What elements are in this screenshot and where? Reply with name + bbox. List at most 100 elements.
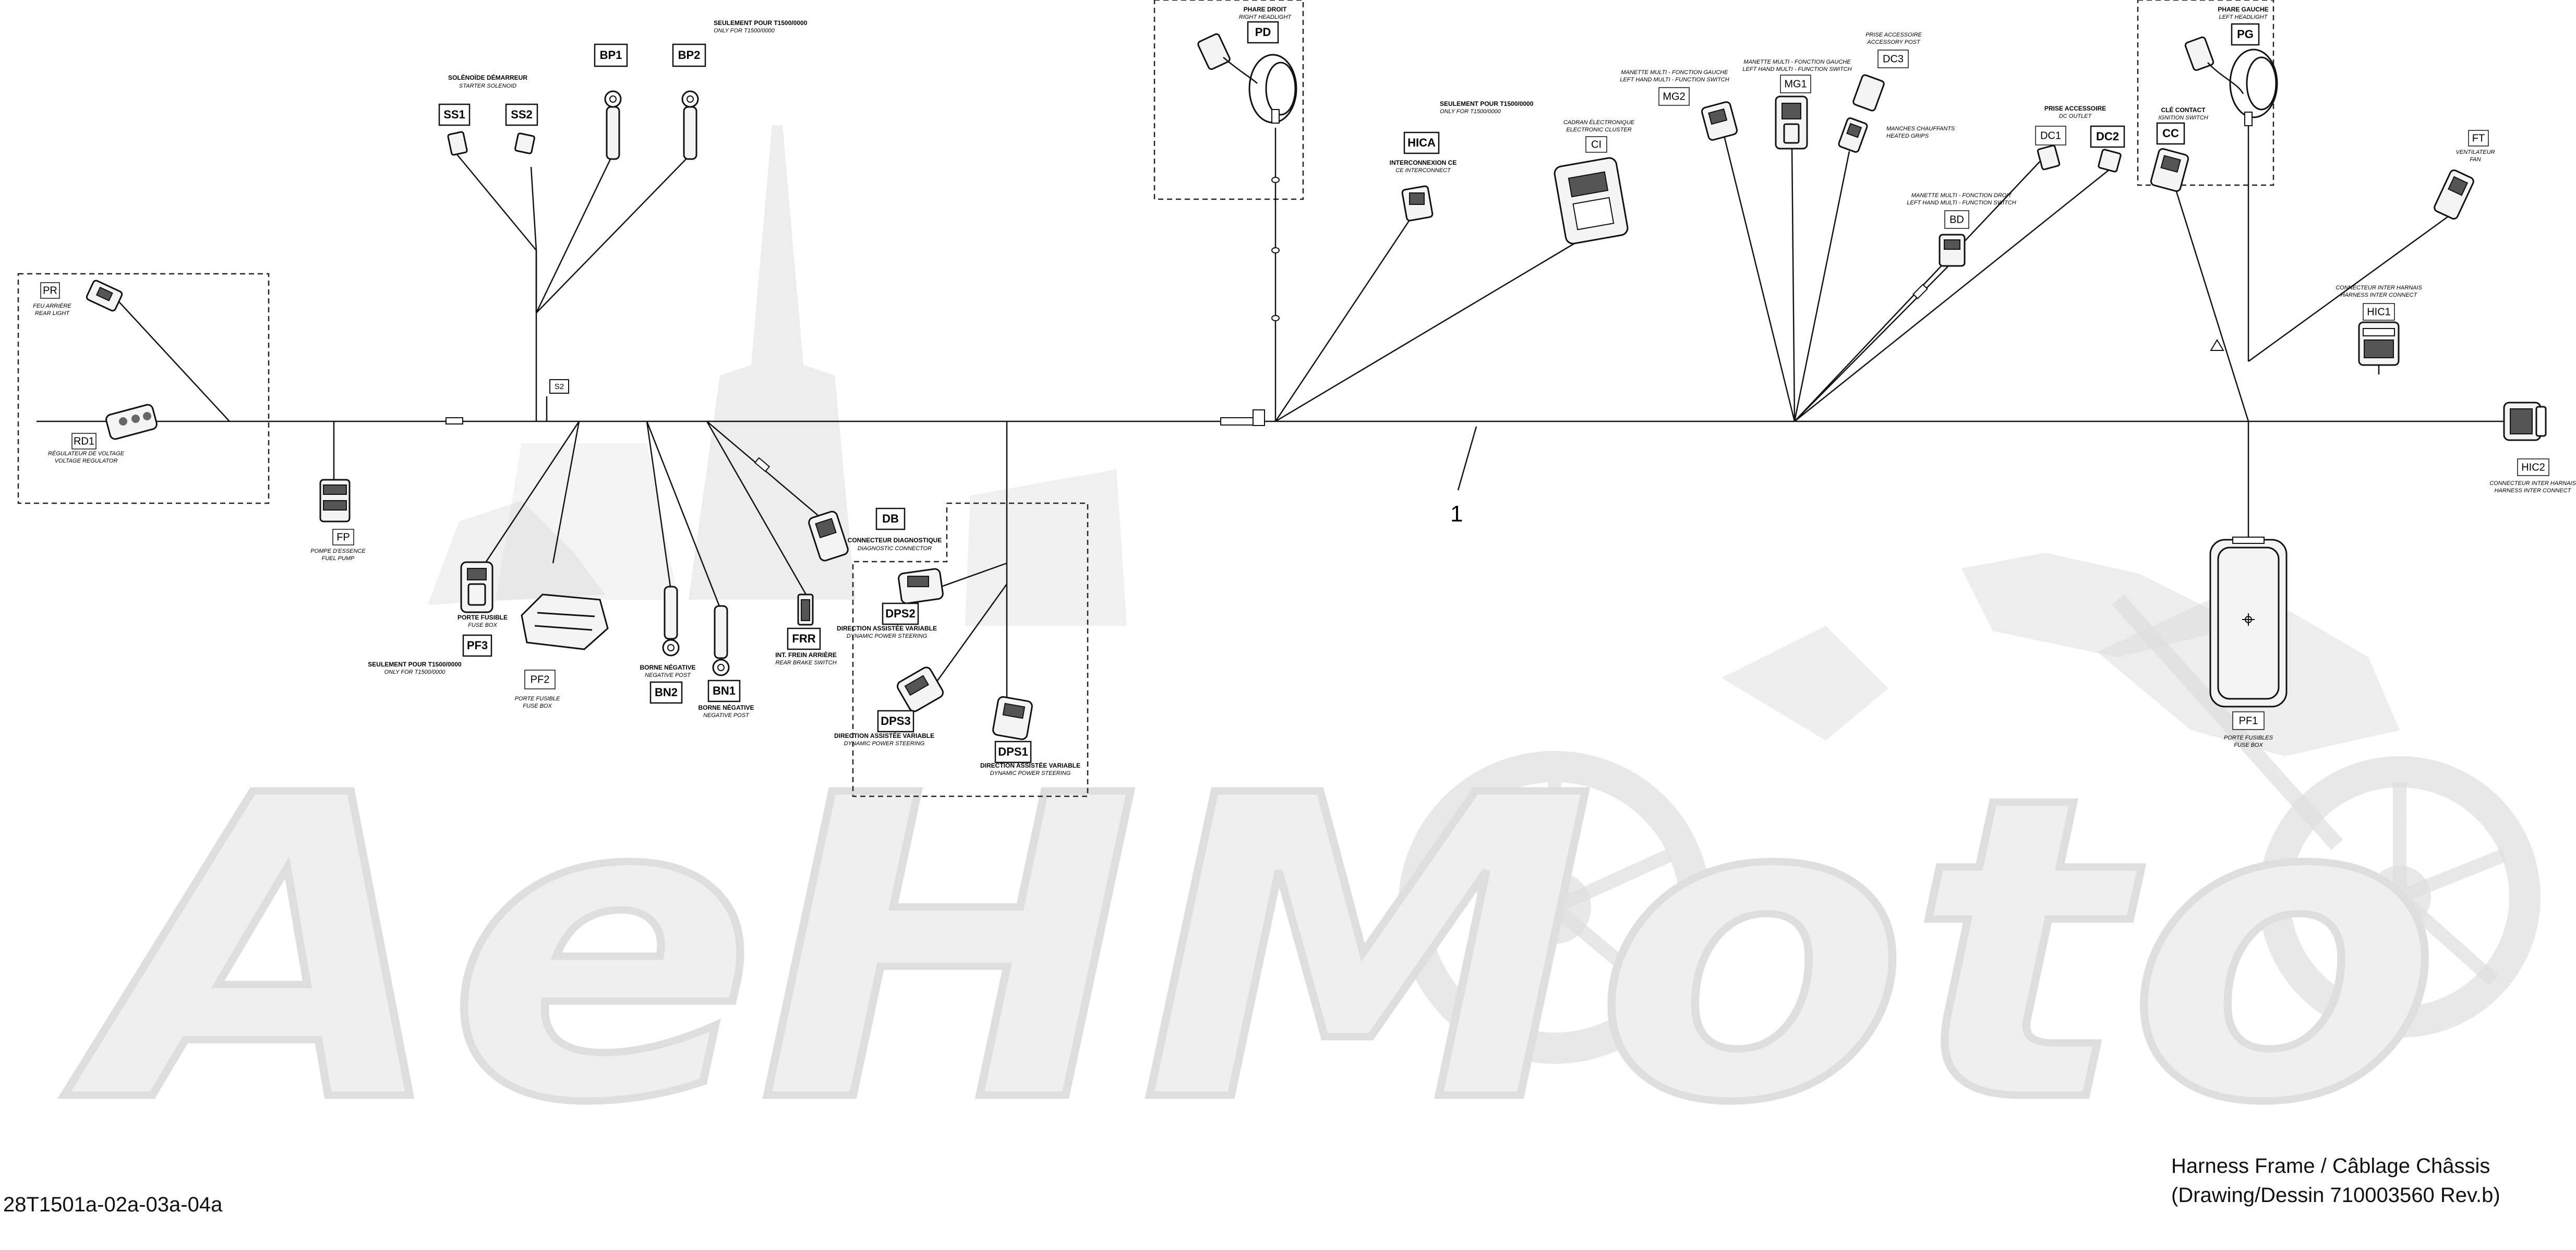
- svg-text:HIC1: HIC1: [2367, 306, 2391, 318]
- svg-text:CE INTERCONNECT: CE INTERCONNECT: [1395, 167, 1451, 174]
- label-PF3: PORTE FUSIBLE FUSE BOX SEULEMENT POUR T1…: [368, 614, 508, 675]
- svg-text:ONLY FOR T1500/0000: ONLY FOR T1500/0000: [384, 669, 446, 675]
- svg-text:BN2: BN2: [655, 686, 678, 699]
- conn-MG1-shape: [1775, 95, 1808, 150]
- label-DC: PRISE ACCESSOIRE DC OUTLET DC1 DC2: [2035, 105, 2125, 148]
- svg-text:DIAGNOSTIC CONNECTOR: DIAGNOSTIC CONNECTOR: [858, 545, 932, 552]
- label-HIC1: CONNECTEUR INTER HARNAIS HARNESS INTER C…: [2336, 285, 2422, 321]
- svg-text:PORTE FUSIBLE: PORTE FUSIBLE: [458, 614, 508, 621]
- svg-text:IGNITION SWITCH: IGNITION SWITCH: [2158, 115, 2208, 121]
- svg-text:SS2: SS2: [511, 108, 533, 121]
- label-CI: CADRAN ÉLECTRONIQUE ELECTRONIC CLUSTER C…: [1563, 119, 1635, 153]
- label-MG2: MANETTE MULTI - FONCTION GAUCHE LEFT HAN…: [1620, 69, 1729, 106]
- label-RD1: RD1 RÉGULATEUR DE VOLTAGE VOLTAGE REGULA…: [48, 433, 125, 464]
- conn-PD-shape: [1197, 33, 1297, 124]
- svg-text:POMPE D'ESSENCE: POMPE D'ESSENCE: [310, 548, 366, 554]
- svg-text:RD1: RD1: [74, 435, 94, 447]
- conn-PF3-shape: [460, 561, 493, 613]
- svg-text:PORTE FUSIBLE: PORTE FUSIBLE: [515, 696, 560, 702]
- rear-light-group: [17, 273, 270, 504]
- svg-text:PORTE FUSIBLES: PORTE FUSIBLES: [2224, 735, 2273, 741]
- svg-text:FT: FT: [2472, 132, 2485, 144]
- svg-text:VENTILATEUR: VENTILATEUR: [2456, 149, 2495, 155]
- svg-text:CONNECTEUR INTER HARNAIS: CONNECTEUR INTER HARNAIS: [2336, 285, 2422, 291]
- svg-text:FUSE BOX: FUSE BOX: [2234, 742, 2263, 748]
- svg-text:BN1: BN1: [713, 684, 736, 697]
- svg-text:INTERCONNEXION CE: INTERCONNEXION CE: [1390, 159, 1457, 166]
- svg-text:LEFT HAND MULTI - FUNCTION SWI: LEFT HAND MULTI - FUNCTION SWITCH: [1742, 66, 1851, 72]
- label-BD: MANETTE MULTI - FONCTION DROIT LEFT HAND…: [1907, 192, 2016, 229]
- svg-text:FUSE BOX: FUSE BOX: [523, 703, 552, 709]
- conn-PF1-shape: [2209, 537, 2288, 708]
- label-HIC2: HIC2 CONNECTEUR INTER HARNAIS HARNESS IN…: [2489, 458, 2576, 494]
- label-DB: DB CONNECTEUR DIAGNOSTIQUE DIAGNOSTIC CO…: [848, 507, 942, 552]
- conn-DPS3-shape: [896, 666, 944, 712]
- conn-DPS2-shape: [898, 568, 944, 604]
- conn-FP-shape: [319, 479, 351, 523]
- conn-RD1-shape: [105, 404, 158, 440]
- label-PF1: PF1 PORTE FUSIBLES FUSE BOX: [2224, 711, 2273, 748]
- drawing-number: (Drawing/Dessin 710003560 Rev.b): [2171, 1184, 2500, 1207]
- svg-text:DYNAMIC POWER STEERING: DYNAMIC POWER STEERING: [844, 741, 925, 747]
- conn-PF2-shape: [521, 593, 609, 650]
- svg-text:FUSE BOX: FUSE BOX: [468, 622, 497, 628]
- svg-text:BP2: BP2: [678, 48, 701, 62]
- svg-text:MG1: MG1: [1784, 78, 1807, 90]
- conn-DPS1-shape: [992, 696, 1033, 741]
- svg-text:REAR BRAKE SWITCH: REAR BRAKE SWITCH: [775, 660, 836, 666]
- svg-text:CC: CC: [2162, 127, 2179, 140]
- svg-text:PG: PG: [2237, 28, 2254, 41]
- svg-text:SS1: SS1: [443, 108, 465, 121]
- label-DPS2: DPS2 DIRECTION ASSISTÉE VARIABLE DYNAMIC…: [837, 602, 937, 639]
- svg-text:ONLY FOR T1500/0000: ONLY FOR T1500/0000: [714, 28, 775, 34]
- svg-text:PF1: PF1: [2239, 715, 2258, 726]
- svg-text:PHARE GAUCHE: PHARE GAUCHE: [2218, 6, 2268, 13]
- label-SS: SOLÉNOÏDE DÉMARREUR STARTER SOLENOID SS1…: [438, 74, 538, 126]
- svg-text:FAN: FAN: [2470, 156, 2481, 163]
- svg-text:NEGATIVE POST: NEGATIVE POST: [645, 672, 691, 678]
- conn-HIC2-shape: [2503, 402, 2547, 441]
- svg-text:PRISE ACCESSOIRE: PRISE ACCESSOIRE: [1865, 32, 1922, 38]
- watermark-text: AeHMoto: [58, 708, 2441, 1194]
- svg-text:DIRECTION ASSISTÉE VARIABLE: DIRECTION ASSISTÉE VARIABLE: [980, 761, 1080, 769]
- svg-text:PRISE ACCESSOIRE: PRISE ACCESSOIRE: [2044, 105, 2106, 112]
- watermark: AeHMoto: [55, 125, 2541, 1197]
- right-headlight-group: [1153, 0, 1304, 200]
- label-DPS1: DPS1 DIRECTION ASSISTÉE VARIABLE DYNAMIC…: [980, 741, 1080, 776]
- label-PD: PHARE DROIT RIGHT HEADLIGHT PD: [1239, 6, 1292, 44]
- label-HICA: SEULEMENT POUR T1500/0000 ONLY FOR T1500…: [1390, 100, 1534, 174]
- drawing-title: Harness Frame / Câblage Châssis: [2171, 1155, 2490, 1178]
- splice-tag: S2: [555, 382, 564, 391]
- conn-MG2-shape: [1701, 101, 1738, 141]
- conn-BD-shape: [1939, 234, 1966, 267]
- svg-text:HIC2: HIC2: [2521, 462, 2545, 473]
- label-CC: CLÉ CONTACT IGNITION SWITCH CC: [2156, 106, 2208, 145]
- svg-text:INT. FREIN ARRIÈRE: INT. FREIN ARRIÈRE: [775, 651, 837, 659]
- steering-group: [852, 502, 1089, 797]
- svg-text:DIRECTION ASSISTÉE VARIABLE: DIRECTION ASSISTÉE VARIABLE: [834, 732, 934, 739]
- conn-BP1-shape: [604, 90, 622, 160]
- svg-text:BP1: BP1: [600, 48, 622, 62]
- label-FRR: FRR INT. FREIN ARRIÈRE REAR BRAKE SWITCH: [775, 627, 837, 666]
- svg-text:SEULEMENT POUR T1500/0000: SEULEMENT POUR T1500/0000: [368, 661, 462, 668]
- svg-text:SEULEMENT POUR T1500/0000: SEULEMENT POUR T1500/0000: [1440, 100, 1534, 107]
- conn-BP2-shape: [681, 90, 699, 160]
- svg-text:DPS3: DPS3: [881, 714, 910, 727]
- svg-text:LEFT HAND MULTI - FUNCTION SWI: LEFT HAND MULTI - FUNCTION SWITCH: [1620, 77, 1729, 83]
- label-BN2: BORNE NÉGATIVE NEGATIVE POST BN2: [640, 663, 696, 704]
- title-block: Harness Frame / Câblage Châssis (Drawing…: [2171, 1151, 2500, 1210]
- svg-text:CONNECTEUR DIAGNOSTIQUE: CONNECTEUR DIAGNOSTIQUE: [848, 537, 942, 544]
- svg-text:FUEL PUMP: FUEL PUMP: [322, 555, 355, 562]
- conn-DC2-shape: [2098, 149, 2122, 173]
- svg-text:DYNAMIC POWER STEERING: DYNAMIC POWER STEERING: [847, 633, 928, 639]
- labels: PR FEU ARRIÈRE REAR LIGHT RD1 RÉGULATEUR…: [33, 6, 2576, 776]
- conn-PR-shape: [86, 280, 123, 312]
- svg-text:SOLÉNOÏDE DÉMARREUR: SOLÉNOÏDE DÉMARREUR: [448, 74, 527, 81]
- label-MG1: MANETTE MULTI - FONCTION GAUCHE LEFT HAN…: [1742, 59, 1852, 93]
- svg-text:PF3: PF3: [467, 639, 488, 652]
- svg-text:SEULEMENT POUR T1500/0000: SEULEMENT POUR T1500/0000: [714, 19, 808, 27]
- svg-text:1: 1: [1450, 501, 1463, 527]
- svg-text:DIRECTION ASSISTÉE VARIABLE: DIRECTION ASSISTÉE VARIABLE: [837, 624, 937, 632]
- label-BP: BP1 BP2 SEULEMENT POUR T1500/0000 ONLY F…: [594, 19, 808, 67]
